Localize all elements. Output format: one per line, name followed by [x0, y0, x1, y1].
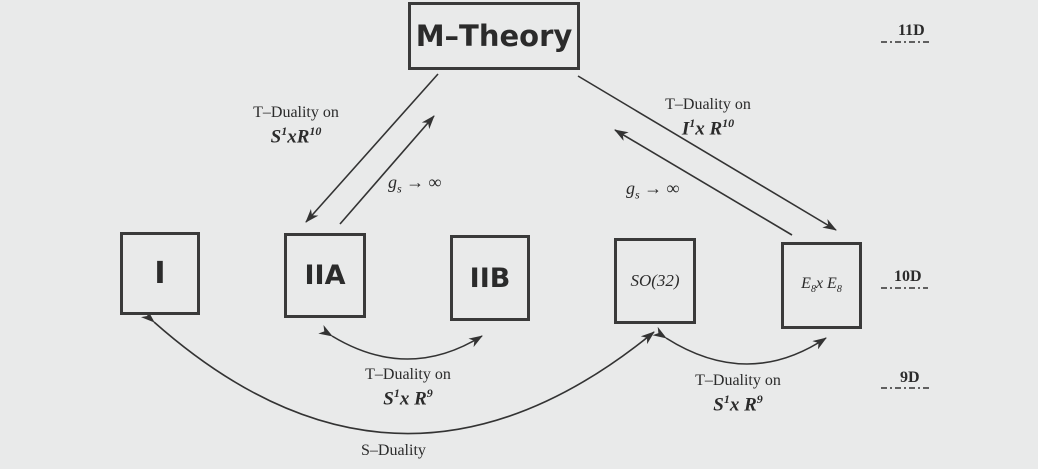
so32-box: SO(32) — [614, 238, 696, 324]
type-i-label: I — [154, 256, 166, 291]
dim-label-11d: 11D — [898, 22, 925, 39]
dim-label-9d: 9D — [900, 369, 920, 386]
right-tduality-label: T–Duality on I1x R10 — [665, 96, 751, 140]
left-tduality-label: T–Duality on S1xR10 — [253, 104, 339, 148]
type-iia-label: IIA — [304, 260, 346, 291]
arc-i-so32 — [140, 309, 655, 435]
so32-e8-tduality-label: T–Duality on S1x R9 — [695, 372, 781, 416]
m-theory-box: M–Theory — [408, 2, 580, 70]
type-iib-label: IIB — [469, 262, 511, 294]
left-coupling-label: gs → ∞ — [388, 172, 442, 196]
right-coupling-label: gs → ∞ — [626, 178, 680, 202]
type-iia-box: IIA — [284, 233, 366, 318]
arc-iia-iib — [318, 324, 483, 360]
arrow-mtheory-to-e8 — [577, 75, 837, 231]
type-iib-box: IIB — [450, 235, 530, 321]
m-theory-label: M–Theory — [415, 19, 573, 53]
s-duality-label: S–Duality — [361, 442, 426, 459]
e8xe8-label: E8x E8 — [801, 275, 842, 296]
arc-so32-e8 — [652, 326, 827, 365]
arrow-iia-to-mtheory — [339, 115, 435, 225]
arrow-mtheory-to-iia — [305, 73, 439, 223]
dim-label-10d: 10D — [894, 268, 922, 285]
arrow-e8-to-mtheory — [614, 129, 793, 236]
iia-iib-tduality-label: T–Duality on S1x R9 — [365, 366, 451, 410]
e8xe8-box: E8x E8 — [781, 242, 862, 329]
type-i-box: I — [120, 232, 200, 315]
so32-label: SO(32) — [630, 271, 680, 290]
